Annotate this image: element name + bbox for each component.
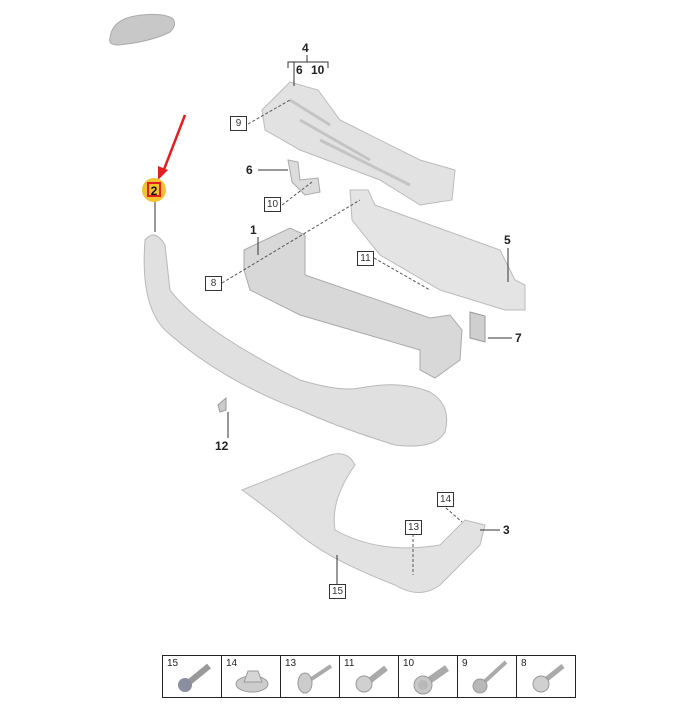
fastener-cell-15[interactable]: 15 xyxy=(163,656,222,697)
callout-4-sub-6: 6 xyxy=(296,63,303,77)
torx-bolt-icon xyxy=(532,664,565,693)
part-7-pad xyxy=(469,311,486,343)
leader-lines xyxy=(154,55,512,584)
self-tapping-screw-icon xyxy=(297,664,333,694)
part-1-bumper-beam xyxy=(243,227,463,379)
pointer-arrow xyxy=(158,114,187,180)
long-bolt-icon xyxy=(472,660,508,694)
fastener-cell-13[interactable]: 13 xyxy=(281,656,340,697)
fastener-number: 13 xyxy=(285,658,297,669)
fastener-table: 15 14 13 11 10 9 8 xyxy=(162,655,576,698)
fastener-number: 15 xyxy=(167,658,179,669)
callout-4-sub-10: 10 xyxy=(311,63,325,77)
callout-3: 3 xyxy=(503,523,510,537)
washer-bolt-icon xyxy=(413,665,450,695)
part-5-crossmember xyxy=(349,189,526,311)
fastener-cell-14[interactable]: 14 xyxy=(222,656,281,697)
fastener-number: 14 xyxy=(226,658,238,669)
flange-bolt-icon xyxy=(178,663,211,692)
callout-2-selected[interactable]: 2 xyxy=(147,182,161,198)
ref-box-9[interactable]: 9 xyxy=(230,116,247,131)
dashed-leaders xyxy=(221,99,463,575)
fastener-number: 10 xyxy=(403,658,415,669)
ref-box-10[interactable]: 10 xyxy=(264,197,281,212)
ref-box-14[interactable]: 14 xyxy=(437,492,454,507)
fastener-number: 11 xyxy=(344,658,355,669)
part-3-lower-support xyxy=(240,453,486,593)
ref-box-8[interactable]: 8 xyxy=(205,276,222,291)
callout-5: 5 xyxy=(504,233,511,247)
callout-12: 12 xyxy=(215,439,229,453)
part-12-clip xyxy=(217,396,227,413)
part-4-carrier xyxy=(261,81,456,206)
ref-box-11[interactable]: 11 xyxy=(357,251,374,266)
fastener-number: 9 xyxy=(462,658,468,669)
ref-box-15[interactable]: 15 xyxy=(329,584,346,599)
callout-4: 4 xyxy=(302,41,309,55)
callout-6: 6 xyxy=(246,163,253,177)
vehicle-icon xyxy=(109,13,176,46)
fastener-cell-10[interactable]: 10 xyxy=(399,656,458,697)
fastener-cell-11[interactable]: 11 xyxy=(340,656,399,697)
part-2-energy-absorber xyxy=(143,234,448,447)
pan-head-screw-icon xyxy=(355,665,388,693)
fastener-number: 8 xyxy=(521,658,527,669)
fastener-cell-9[interactable]: 9 xyxy=(458,656,517,697)
flange-nut-icon xyxy=(235,670,269,693)
fastener-cell-8[interactable]: 8 xyxy=(517,656,575,697)
part-6-bracket xyxy=(287,159,321,196)
callout-7: 7 xyxy=(515,331,522,345)
ref-box-13[interactable]: 13 xyxy=(405,520,422,535)
callout-1: 1 xyxy=(250,223,257,237)
